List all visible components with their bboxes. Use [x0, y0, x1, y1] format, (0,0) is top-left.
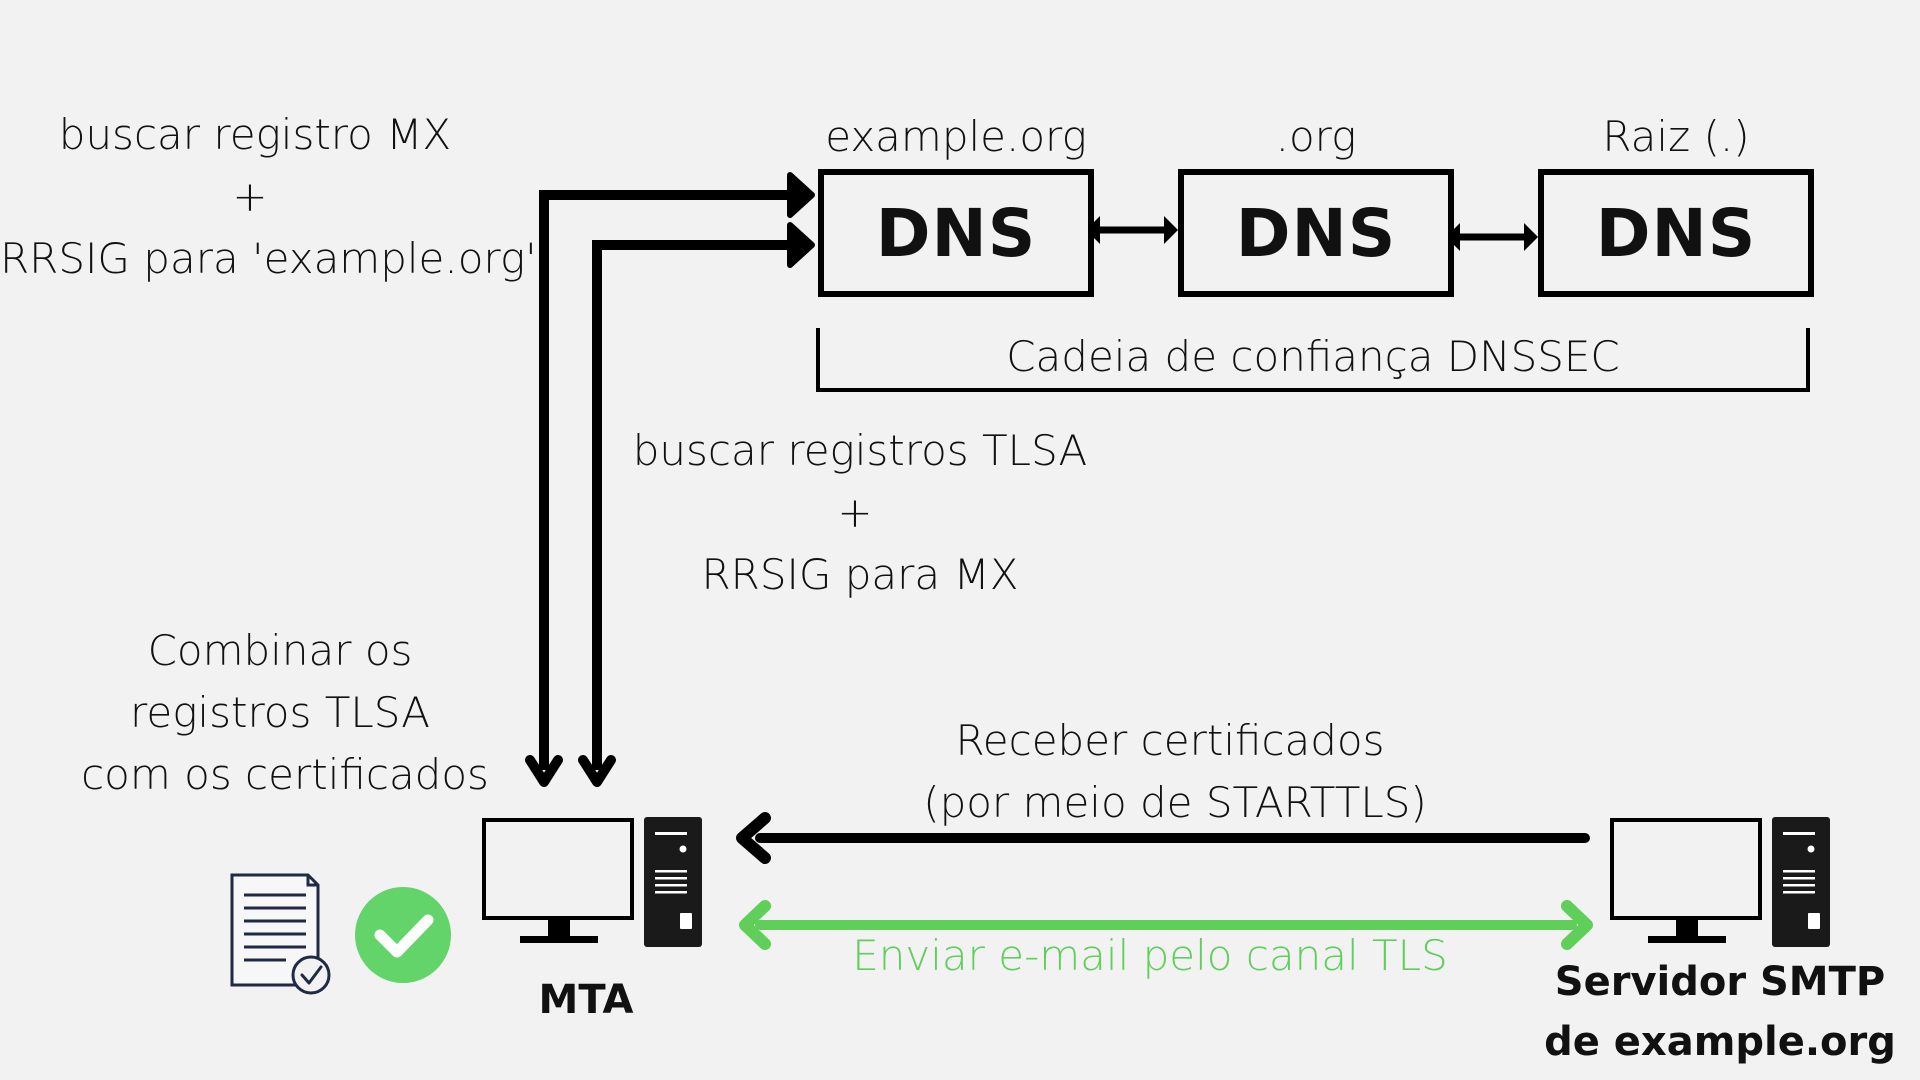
mta-computer-icon [482, 817, 702, 947]
trust-chain-caption: Cadeia de confiança DNSSEC [1006, 332, 1620, 381]
tlsa-query-line-2: + [837, 488, 873, 537]
tls-channel-arrow [739, 900, 1593, 950]
tls-send-label: Enviar e-mail pelo canal TLS [852, 931, 1448, 980]
dns-box-example-org: DNS [818, 169, 1094, 297]
combine-line-2: registros TLSA [130, 688, 430, 737]
mx-query-line-2: + [232, 172, 268, 221]
dns-box-root: DNS [1538, 169, 1814, 297]
receive-cert-line-1: Receber certificados [955, 716, 1385, 765]
mx-query-arrow [525, 172, 815, 787]
receive-cert-arrow [736, 812, 1590, 864]
receive-cert-line-2: (por meio de STARTTLS) [923, 778, 1427, 827]
mx-query-line-3: RRSIG para 'example.org' [0, 234, 537, 283]
dns-box-label: DNS [875, 194, 1037, 272]
zone-label-org: .org [1275, 112, 1357, 161]
tlsa-query-arrow [578, 222, 815, 787]
dns-box-label: DNS [1595, 194, 1757, 272]
dns-box-org: DNS [1178, 169, 1454, 297]
zone-label-root: Raiz (.) [1602, 112, 1750, 161]
tlsa-query-line-1: buscar registros TLSA [632, 426, 1088, 475]
smtp-server-label-line-1: Servidor SMTP [1554, 959, 1886, 1005]
tlsa-query-line-3: RRSIG para MX [701, 550, 1019, 599]
smtp-server-computer-icon [1610, 817, 1830, 947]
dns-link-arrow-1 [1086, 216, 1178, 244]
mta-label: MTA [538, 977, 634, 1023]
zone-label-example-org: example.org [825, 112, 1087, 161]
combine-line-1: Combinar os [147, 626, 413, 675]
dns-box-label: DNS [1235, 194, 1397, 272]
smtp-server-label-line-2: de example.org [1544, 1019, 1896, 1065]
document-check-icon [230, 873, 331, 995]
trust-chain-bracket [816, 328, 1810, 392]
check-circle-icon [355, 887, 451, 983]
mx-query-line-1: buscar registro MX [58, 110, 452, 159]
combine-line-3: com os certificados [81, 750, 489, 799]
dns-link-arrow-2 [1446, 223, 1538, 251]
